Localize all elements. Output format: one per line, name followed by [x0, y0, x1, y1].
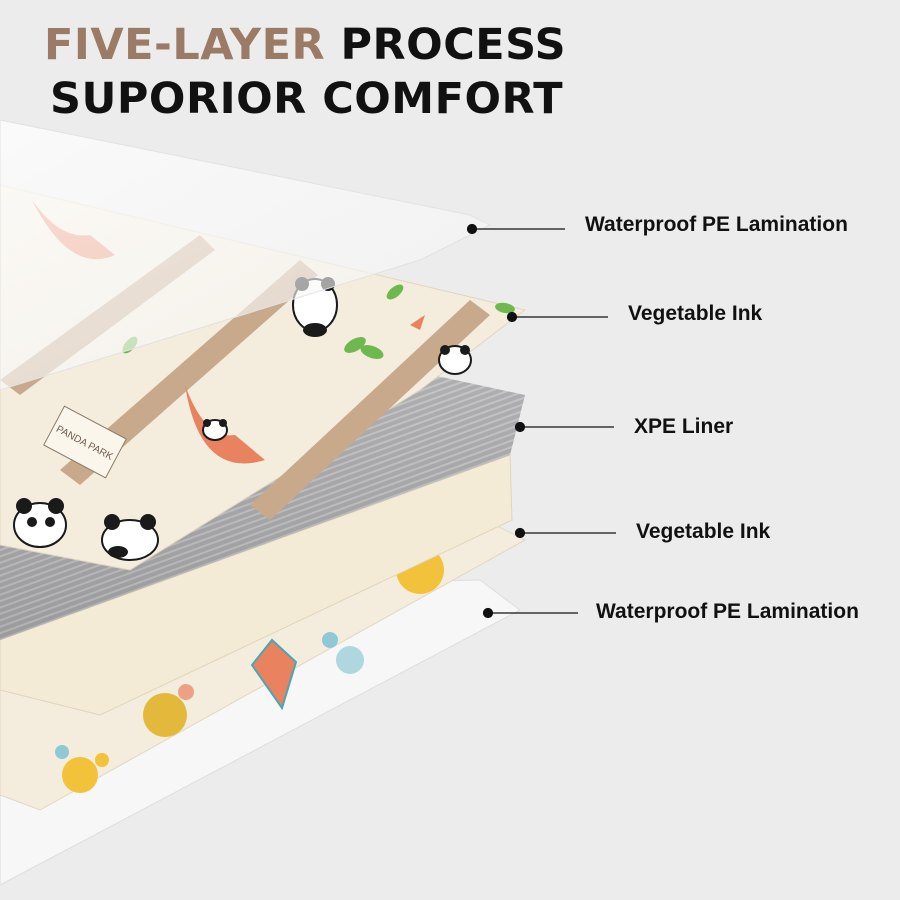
headline-accent: FIVE-LAYER [44, 20, 326, 70]
layer-label-bottom-pe-lamination: Waterproof PE Lamination [596, 600, 859, 623]
layer-label-top-pe-lamination: Waterproof PE Lamination [585, 213, 848, 236]
bird-icon [410, 315, 425, 330]
leaf-icon [122, 284, 515, 359]
panda-icon [101, 514, 159, 561]
kite-icon [250, 638, 298, 711]
hammock-icon [185, 385, 265, 464]
layer-label-top-vegetable-ink: Vegetable Ink [628, 302, 763, 325]
panda-icon [202, 419, 228, 441]
headline-line-1: FIVE-LAYER PROCESS [44, 18, 566, 72]
callout-leaders [466, 223, 616, 619]
layer-label-bottom-vegetable-ink: Vegetable Ink [636, 520, 771, 543]
layer-label-xpe-liner: XPE Liner [634, 415, 734, 438]
panda-icon [13, 498, 67, 548]
headline-line-1-rest: PROCESS [325, 20, 567, 70]
layer-top-pe-film [0, 119, 492, 391]
headline-line-2: SUPORIOR COMFORT [50, 74, 564, 124]
headline: FIVE-LAYER PROCESS SUPORIOR COMFORT [44, 18, 566, 126]
panda-icon [438, 345, 472, 375]
